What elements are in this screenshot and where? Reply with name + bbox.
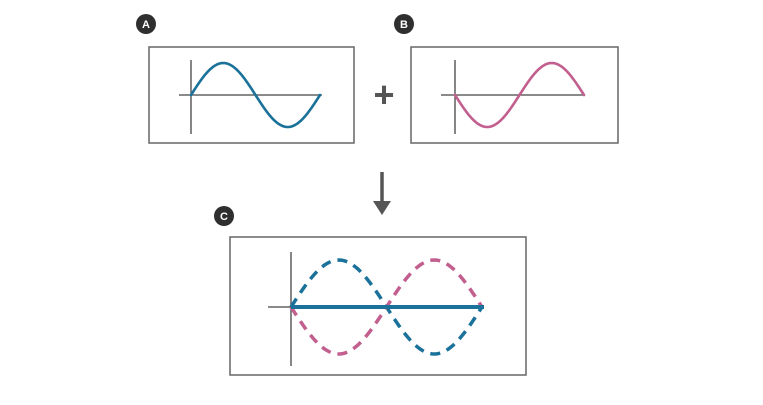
panel-b-badge-label: B xyxy=(400,19,408,31)
panel-a-badge-label: A xyxy=(142,19,150,31)
panel-c: C xyxy=(214,206,527,376)
panel-a: A xyxy=(136,14,355,144)
panel-b-badge: B xyxy=(394,14,414,34)
wave-b xyxy=(453,61,586,129)
panel-c-badge: C xyxy=(214,206,234,226)
arrow-down-icon xyxy=(373,172,391,215)
panel-c-badge-label: C xyxy=(220,211,228,223)
panel-b: B xyxy=(394,14,619,144)
panel-a-badge: A xyxy=(136,14,156,34)
panel-a-frame xyxy=(148,46,355,144)
wave-a xyxy=(189,61,322,129)
panel-b-frame xyxy=(410,46,619,144)
plus-operator: + xyxy=(373,74,394,115)
panel-c-frame xyxy=(229,236,527,376)
